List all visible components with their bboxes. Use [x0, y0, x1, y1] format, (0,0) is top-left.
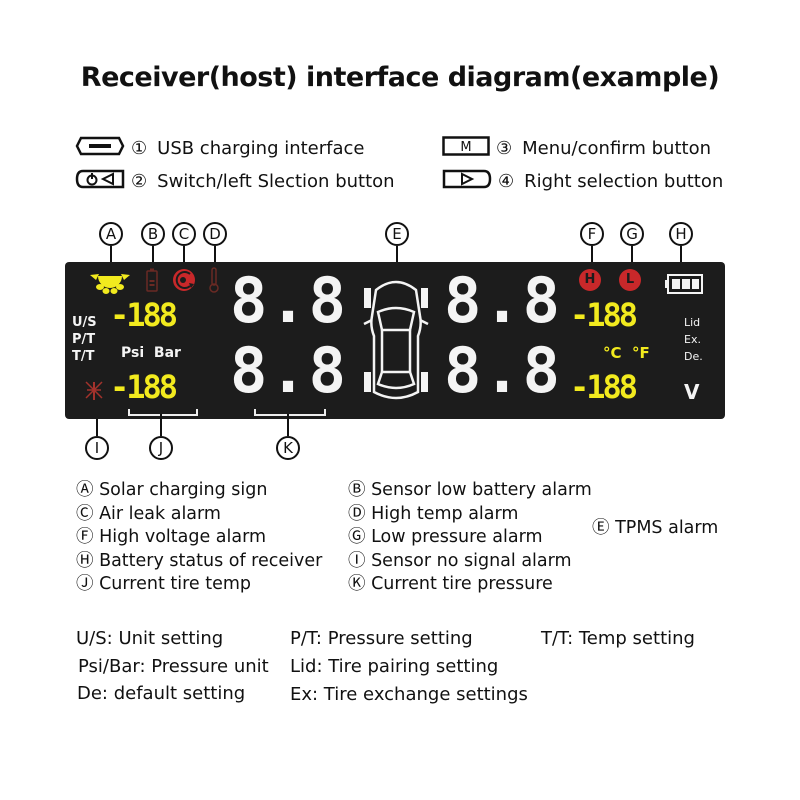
receiver-battery-icon	[664, 274, 704, 298]
callout-d-stem	[214, 246, 216, 262]
callout-d: D	[203, 222, 227, 246]
right-selection-label: Right selection button	[524, 171, 724, 192]
pressure-front-right: 8.8	[444, 264, 562, 337]
tire-exchange-label: Ex.	[684, 333, 701, 346]
callout-c-stem	[183, 246, 185, 262]
legend-item-e: Ⓔ TPMS alarm	[592, 518, 719, 538]
solar-charging-icon	[90, 272, 130, 298]
svg-text:M: M	[460, 140, 471, 155]
right-button-icon	[442, 169, 492, 194]
callout-k-stem	[287, 414, 289, 436]
legend-item-c: Ⓒ Air leak alarm	[76, 503, 221, 524]
power-left-button-icon	[75, 169, 125, 194]
button-key-menu: M ③ Menu/confirm button	[442, 136, 711, 161]
lcd-left-labels: U/S P/T T/T	[72, 314, 97, 365]
number-1: ①	[131, 138, 148, 159]
callout-b-stem	[152, 246, 154, 262]
pressure-rear-right: 8.8	[444, 334, 562, 407]
alarm-threshold-readout: -188	[570, 296, 638, 334]
legend-item-a: Ⓐ Solar charging sign	[76, 480, 268, 500]
note-tire-pairing: Lid: Tire pairing setting	[290, 656, 499, 677]
settings-readout-top: -188	[110, 296, 178, 334]
high-voltage-alarm-icon: H	[579, 269, 601, 291]
callout-j: J	[149, 436, 173, 460]
callout-e-stem	[396, 246, 398, 262]
callout-i: I	[85, 436, 109, 460]
callout-k: K	[276, 436, 300, 460]
pressure-setting-label: P/T	[72, 332, 96, 347]
button-key-switch-left: ② Switch/left Slection button	[75, 169, 395, 194]
legend-item-h: Ⓗ Battery status of receiver	[76, 550, 323, 571]
number-2: ②	[131, 171, 148, 192]
default-setting-label: De.	[684, 350, 703, 363]
voltage-unit-label: V	[684, 380, 700, 404]
legend-middle-column: Ⓑ Sensor low battery alarm Ⓓ High temp a…	[348, 479, 592, 597]
usb-port-icon	[75, 136, 125, 161]
switch-left-label: Switch/left Slection button	[157, 171, 395, 192]
sensor-low-battery-icon	[146, 268, 158, 296]
number-4: ④	[498, 171, 515, 192]
callout-h-stem	[680, 246, 682, 262]
menu-button-icon: M	[442, 136, 490, 161]
temp-setting-label: T/T	[72, 349, 95, 364]
tire-pressure-bracket	[254, 409, 326, 416]
note-temp-setting: T/T: Temp setting	[541, 628, 695, 649]
page-title: Receiver(host) interface diagram(example…	[80, 62, 720, 93]
lcd-display-panel	[65, 262, 725, 419]
pressure-front-left: 8.8	[230, 264, 348, 337]
lcd-side-labels: Lid Ex. De.	[684, 314, 703, 365]
callout-g: G	[620, 222, 644, 246]
button-key-right: ④ Right selection button	[442, 169, 723, 194]
menu-confirm-label: Menu/confirm button	[522, 138, 711, 159]
high-temp-icon	[209, 267, 219, 297]
callout-b: B	[141, 222, 165, 246]
car-tpms-icon	[362, 276, 430, 410]
legend-item-i: Ⓘ Sensor no signal alarm	[348, 550, 572, 571]
note-tire-exchange: Ex: Tire exchange settings	[290, 684, 528, 705]
callout-e: E	[385, 222, 409, 246]
callout-a: A	[99, 222, 123, 246]
legend-item-b: Ⓑ Sensor low battery alarm	[348, 480, 592, 500]
callout-g-stem	[631, 246, 633, 262]
callout-h: H	[669, 222, 693, 246]
legend-item-k: Ⓚ Current tire pressure	[348, 574, 553, 594]
temp-units-label: °C °F	[603, 344, 650, 362]
note-pressure-setting: P/T: Pressure setting	[290, 628, 473, 649]
callout-j-stem	[160, 414, 162, 436]
legend-item-d: Ⓓ High temp alarm	[348, 503, 519, 524]
sensor-no-signal-icon	[84, 378, 104, 406]
note-pressure-unit: Psi/Bar: Pressure unit	[78, 656, 269, 677]
callout-f-stem	[591, 246, 593, 262]
usb-charging-label: USB charging interface	[157, 138, 365, 159]
air-leak-icon	[172, 268, 196, 296]
callout-a-stem	[110, 246, 112, 262]
pressure-units-label: Psi Bar	[121, 345, 181, 361]
unit-setting-label: U/S	[72, 315, 97, 330]
note-unit-setting: U/S: Unit setting	[76, 628, 224, 649]
button-key-usb: ① USB charging interface	[75, 136, 365, 161]
legend-item-j: Ⓙ Current tire temp	[76, 574, 252, 594]
tire-pairing-label: Lid	[684, 316, 701, 329]
voltage-readout: -188	[570, 368, 638, 406]
low-pressure-alarm-icon: L	[619, 269, 641, 291]
legend-item-f: Ⓕ High voltage alarm	[76, 527, 267, 547]
tire-temp-bracket	[128, 409, 198, 416]
callout-c: C	[172, 222, 196, 246]
callout-i-stem	[96, 419, 98, 436]
tire-temp-readout: -188	[110, 368, 178, 406]
number-3: ③	[496, 138, 513, 159]
callout-f: F	[580, 222, 604, 246]
legend-left-column: Ⓐ Solar charging sign Ⓒ Air leak alarm Ⓕ…	[76, 479, 322, 597]
note-default-setting: De: default setting	[77, 683, 246, 704]
pressure-rear-left: 8.8	[230, 334, 348, 407]
legend-item-g: Ⓖ Low pressure alarm	[348, 527, 543, 547]
